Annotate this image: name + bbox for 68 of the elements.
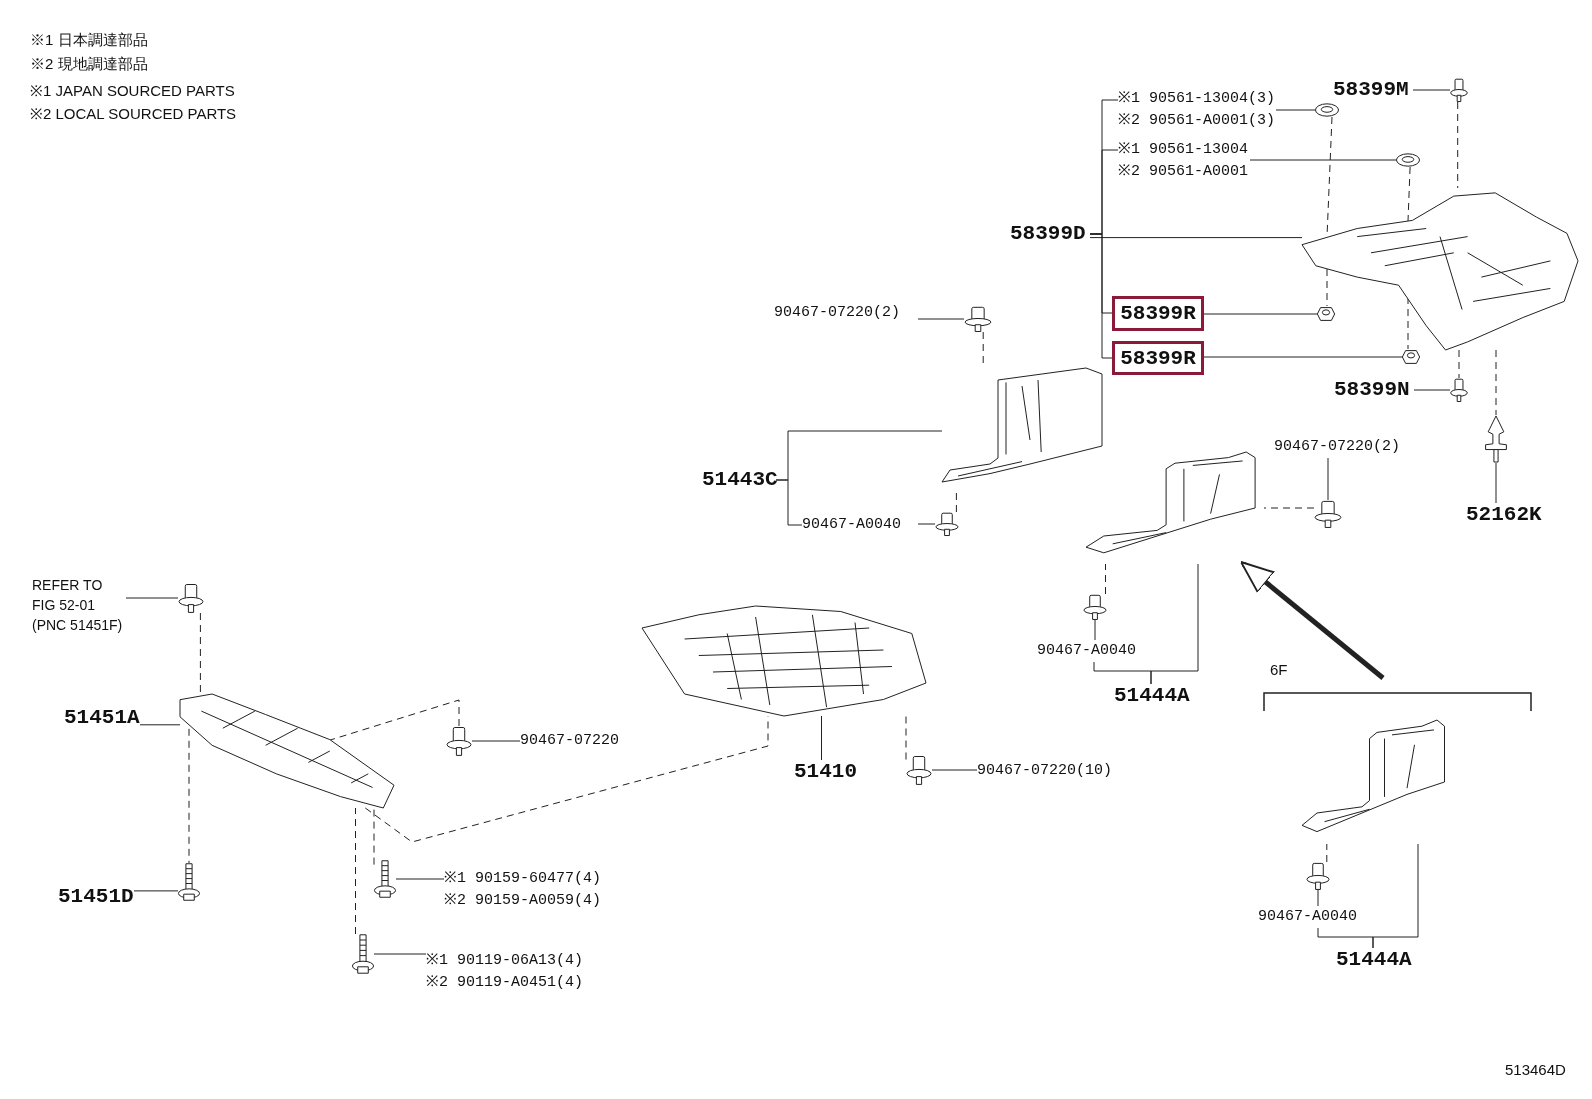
assembly-line: [1458, 349, 1460, 379]
note-text: 6F: [1270, 660, 1288, 680]
clip-icon: [1450, 78, 1468, 102]
assembly-line: [1495, 349, 1497, 416]
assembly-line: [329, 699, 460, 741]
note-text: ※1 日本調達部品: [30, 30, 148, 50]
leader-line: [1089, 233, 1113, 359]
leader-line: [917, 523, 936, 525]
leader-line: [1413, 389, 1451, 391]
part-number: 58399R: [1112, 341, 1204, 375]
part-number: 58399R: [1112, 296, 1204, 331]
leader-line: [1275, 109, 1316, 111]
assembly-line: [1326, 268, 1328, 307]
note-text: 513464D: [1505, 1060, 1566, 1080]
bolt-icon: [178, 863, 200, 901]
clip-icon: [1314, 500, 1342, 528]
clip-icon: [446, 726, 472, 756]
leader-line: [1495, 462, 1497, 504]
assembly-line: [905, 715, 907, 760]
leader-line: [1203, 313, 1318, 315]
clip-icon: [1483, 415, 1509, 463]
note-text: ※2 LOCAL SOURCED PARTS: [30, 104, 237, 124]
assembly-line: [1457, 101, 1459, 189]
clip-icon: [1450, 378, 1468, 402]
nut-icon: [1402, 349, 1420, 365]
leader-line: [917, 318, 965, 320]
leader-line: [931, 769, 978, 771]
assembly-line: [1105, 563, 1106, 595]
washer-icon: [1396, 153, 1420, 167]
leader-line: [1203, 356, 1403, 358]
leader-line: [1327, 457, 1329, 501]
leader-line: [139, 724, 181, 726]
bolt-icon: [352, 934, 374, 974]
leader-line: [395, 878, 445, 880]
clip-icon: [178, 583, 204, 613]
leader-line: [1249, 159, 1397, 161]
leader-line: [1150, 563, 1199, 685]
leader-line: [373, 953, 427, 955]
leader-line: [821, 715, 822, 761]
assembly-line: [1407, 296, 1409, 350]
leader-line: [1372, 843, 1419, 949]
assembly-line: [199, 612, 201, 695]
clip-icon: [964, 306, 992, 332]
leader-line: [1094, 619, 1096, 641]
clip-icon: [1306, 862, 1330, 890]
washer-icon: [1315, 103, 1339, 117]
leader-line: [471, 740, 521, 742]
clip-icon: [906, 755, 932, 785]
view-arrow: [1240, 561, 1385, 680]
leader-line: [775, 479, 803, 526]
undercover-drawing: [642, 606, 926, 716]
assembly-line: [1407, 166, 1411, 222]
assembly-line: [1326, 843, 1328, 863]
clip-icon: [935, 512, 959, 536]
assembly-line: [355, 807, 356, 935]
bolt-icon: [374, 860, 396, 898]
clip-icon: [1083, 594, 1107, 620]
note-text: ※2 現地調達部品: [30, 54, 148, 74]
leader-line: [1089, 237, 1303, 239]
leader-line: [1317, 889, 1319, 907]
leader-line: [1412, 89, 1451, 91]
leader-line: [133, 890, 179, 892]
note-text: ※1 JAPAN SOURCED PARTS: [30, 81, 235, 101]
nut-icon: [1317, 306, 1335, 322]
undercover-drawing: [180, 694, 394, 808]
assembly-line: [1263, 507, 1315, 509]
leader-line: [125, 597, 179, 599]
assembly-line: [373, 807, 375, 866]
